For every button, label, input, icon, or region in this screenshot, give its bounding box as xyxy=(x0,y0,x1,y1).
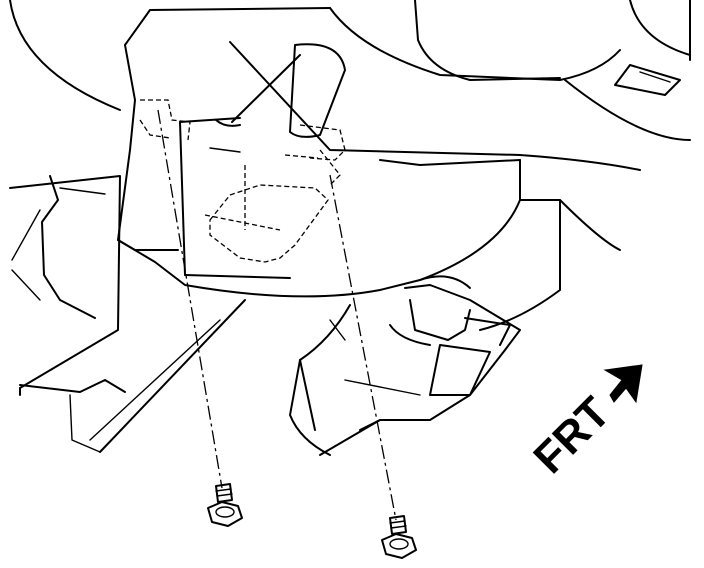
lower-trim-right xyxy=(289,199,621,456)
column-shroud-upper xyxy=(9,0,691,171)
floor-rail xyxy=(9,175,246,453)
frt-label: FRT xyxy=(524,388,619,483)
lower-column-cover xyxy=(117,43,521,298)
hidden-bracket xyxy=(139,99,346,263)
bolt-fastener-right xyxy=(381,515,417,559)
bolt-fastener-left xyxy=(207,483,243,527)
fastener-center-lines xyxy=(157,109,397,521)
arrow-up-right-icon xyxy=(603,364,643,404)
direction-indicator: FRT xyxy=(524,364,643,483)
